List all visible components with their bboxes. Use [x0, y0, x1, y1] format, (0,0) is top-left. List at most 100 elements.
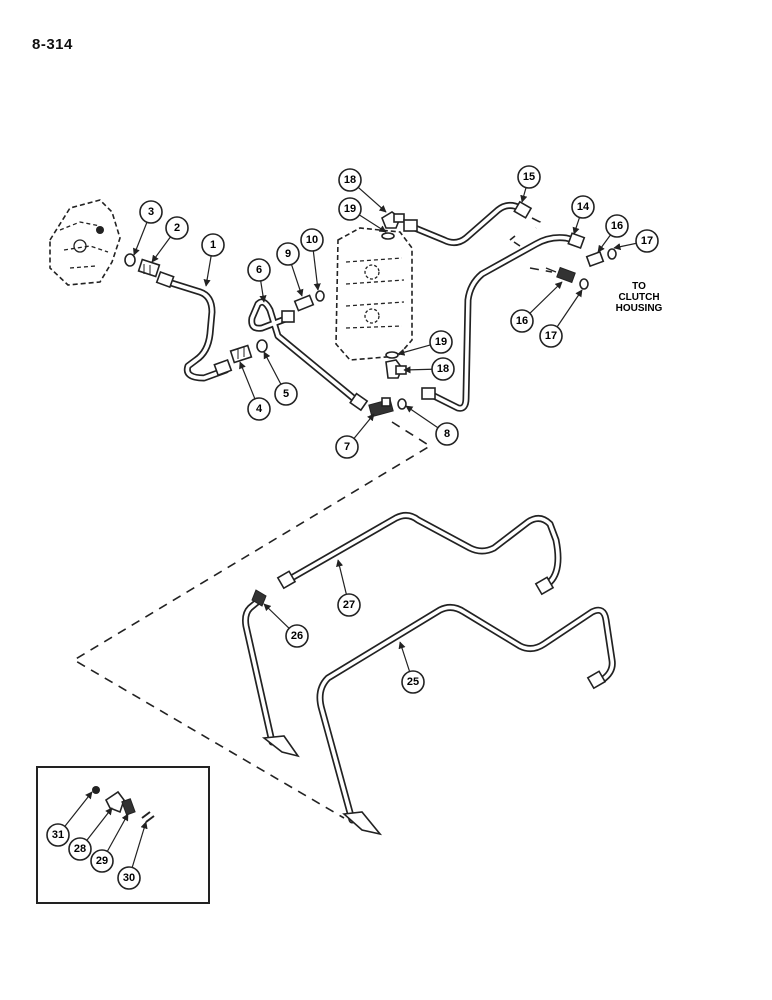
callout-circle — [510, 309, 534, 333]
elbow-fitting-18-lower — [385, 359, 407, 379]
o-ring-17-upper — [607, 248, 617, 260]
callout-label: 19 — [344, 203, 356, 215]
callout-15: 15 — [517, 165, 541, 203]
callout-leader — [336, 559, 347, 595]
callout-10: 10 — [300, 228, 324, 291]
callout-label: 27 — [343, 599, 355, 611]
callout-label: 6 — [256, 264, 262, 276]
callout-19-2: 19 — [397, 330, 453, 356]
callout-leader — [597, 234, 611, 253]
callout-17: 17 — [613, 229, 659, 253]
note-housing: HOUSING — [616, 303, 663, 314]
callout-circle — [571, 195, 595, 219]
callout-label: 26 — [291, 630, 303, 642]
callout-leader — [357, 186, 387, 213]
callout-circle — [635, 229, 659, 253]
callout-label: 14 — [577, 201, 590, 213]
callout-leader — [398, 641, 411, 672]
tube-27 — [276, 511, 562, 596]
callout-14: 14 — [571, 195, 595, 235]
callout-9: 9 — [276, 242, 304, 297]
callout-leader — [133, 222, 148, 256]
bracket-28 — [104, 790, 125, 814]
callout-circle — [247, 258, 271, 282]
elbow-fitting-18-upper — [381, 211, 405, 229]
callout-leader — [64, 791, 93, 827]
callout-7: 7 — [335, 413, 375, 459]
hydraulic-pump — [49, 199, 121, 286]
tube-14 — [421, 232, 586, 412]
callout-18-2: 18 — [403, 357, 455, 381]
callout-label: 28 — [74, 843, 86, 855]
callout-leader — [556, 289, 583, 328]
callout-6: 6 — [247, 258, 271, 303]
callout-leader — [263, 351, 282, 385]
dashed-connector-16 — [529, 267, 553, 273]
o-ring-3 — [124, 253, 136, 267]
callout-label: 18 — [344, 174, 356, 186]
tube-26 — [242, 589, 300, 758]
callout-label: 16 — [611, 220, 623, 232]
control-valve-block — [335, 227, 413, 361]
callout-leader — [239, 361, 256, 400]
callout-leader — [131, 821, 148, 868]
callout-label: 19 — [435, 336, 447, 348]
callout-circle — [117, 866, 141, 890]
callout-circle — [517, 165, 541, 189]
callout-label: 31 — [52, 829, 64, 841]
tube-15 — [403, 200, 542, 247]
callout-leader — [106, 813, 129, 852]
callout-leader — [405, 405, 439, 429]
callout-31: 31 — [46, 791, 93, 847]
callout-leader — [312, 250, 321, 291]
callout-leader — [613, 242, 637, 251]
callout-circle — [337, 593, 361, 617]
clamp-29 — [121, 798, 136, 816]
dashed-connector-7 — [72, 421, 432, 819]
callout-circle — [285, 624, 309, 648]
callout-3: 3 — [133, 200, 163, 256]
callout-29: 29 — [90, 813, 129, 873]
callout-label: 10 — [306, 234, 318, 246]
callout-16-2: 16 — [510, 281, 563, 333]
note-clutch: CLUTCH — [618, 292, 659, 303]
callout-circle — [605, 214, 629, 238]
o-ring-19-upper — [381, 232, 395, 240]
tee-fitting-7 — [368, 397, 394, 418]
callout-leader — [151, 236, 171, 263]
callout-leader — [529, 281, 563, 314]
bolt-30 — [141, 811, 155, 823]
callout-1: 1 — [201, 233, 225, 287]
fitting-16-lower — [545, 266, 576, 284]
callout-label: 17 — [545, 330, 557, 342]
callout-circle — [247, 397, 271, 421]
o-ring-5 — [256, 339, 268, 353]
callout-circle — [68, 837, 92, 861]
callout-label: 9 — [285, 248, 291, 260]
callout-leader — [259, 280, 267, 303]
callout-4: 4 — [239, 361, 271, 421]
callout-17-2: 17 — [539, 289, 583, 348]
o-ring-17-lower — [579, 278, 589, 290]
callout-circle — [139, 200, 163, 224]
note-to: TO — [632, 281, 646, 292]
callout-circle — [46, 823, 70, 847]
callout-label: 7 — [344, 441, 350, 453]
callout-circle — [335, 435, 359, 459]
callout-label: 4 — [256, 403, 263, 415]
callout-25: 25 — [398, 641, 425, 694]
callout-leader — [263, 603, 290, 629]
callout-leader — [358, 214, 387, 233]
callout-5: 5 — [263, 351, 298, 406]
fitting-4 — [229, 344, 253, 364]
callout-label: 15 — [523, 171, 535, 183]
callout-circle — [431, 357, 455, 381]
callout-label: 2 — [174, 222, 180, 234]
callout-8: 8 — [405, 405, 459, 446]
callout-label: 8 — [444, 428, 450, 440]
callout-circle — [90, 849, 114, 873]
callout-label: 18 — [437, 363, 449, 375]
fitting-9 — [293, 294, 315, 312]
callout-label: 5 — [283, 388, 289, 400]
callout-circle — [274, 382, 298, 406]
